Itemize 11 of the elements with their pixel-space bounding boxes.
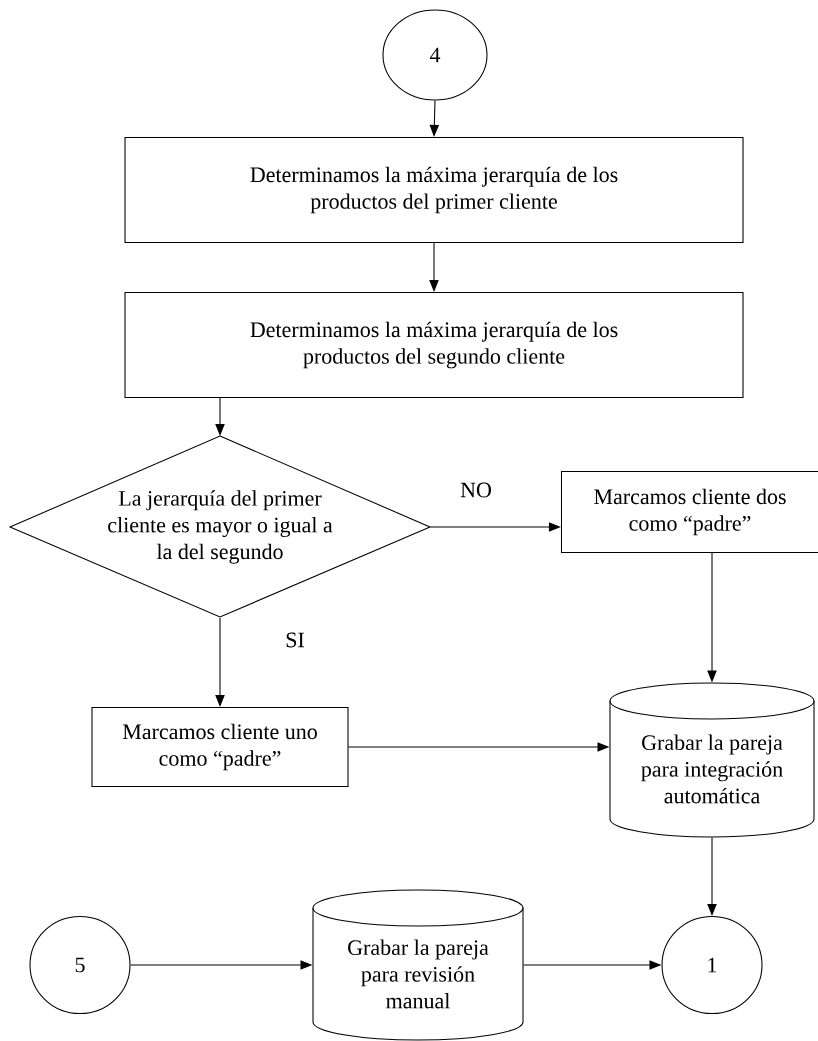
process-box: Marcamos cliente uno como “padre” xyxy=(91,707,349,787)
database-cylinder: Grabar la pareja para integración automática xyxy=(609,682,815,838)
node-label: Grabar la pareja para revisión manual xyxy=(348,939,489,1009)
process-box: Marcamos cliente dos como “padre” xyxy=(560,470,818,554)
node-label: Grabar la pareja para integración automática xyxy=(641,734,783,804)
edge-label: NO xyxy=(460,482,491,498)
database-cylinder: Grabar la pareja para revisión manual xyxy=(312,889,524,1041)
process-box: Determinamos la máxima jerarquía de los productos del primer cliente xyxy=(124,136,744,244)
arrow xyxy=(215,617,225,707)
process-box: Determinamos la máxima jerarquía de los productos del segundo cliente xyxy=(124,291,744,399)
edge-label: SI xyxy=(286,632,304,648)
